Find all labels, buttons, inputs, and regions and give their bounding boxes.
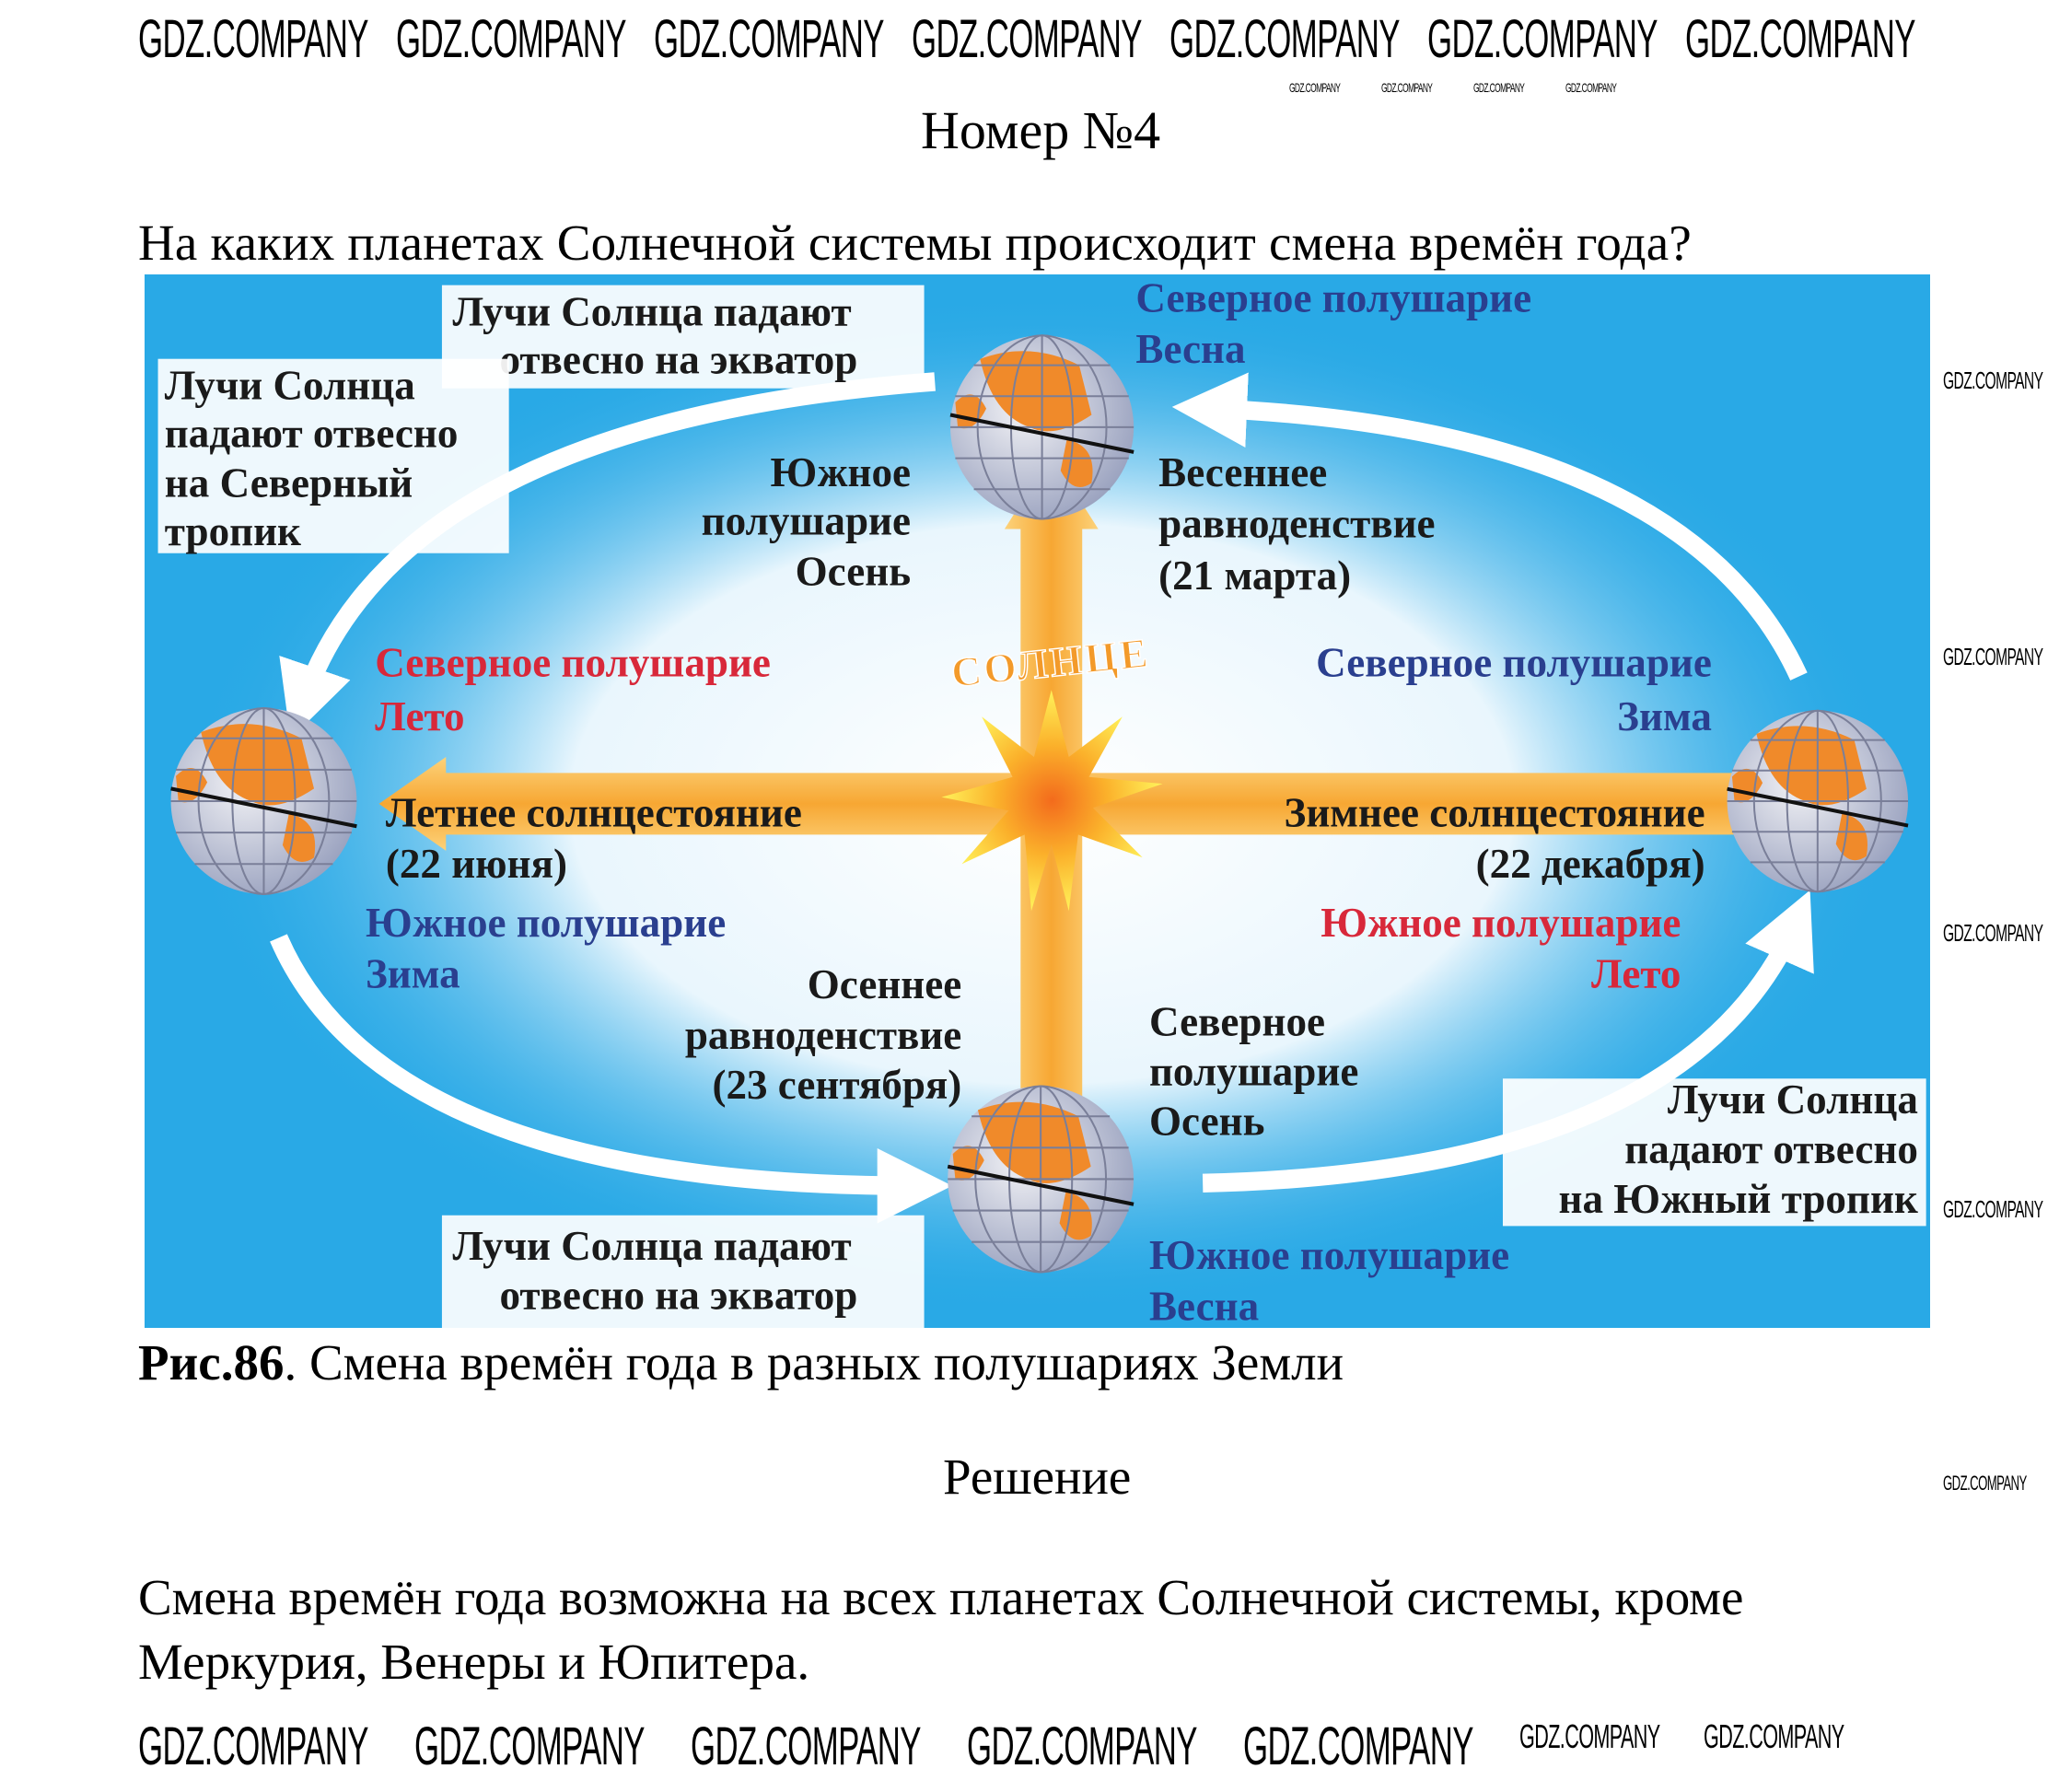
label-line: Осень xyxy=(796,549,911,595)
watermark: GDZ.COMPANY xyxy=(1704,1717,1844,1755)
label-line: равноденствие xyxy=(1158,500,1435,546)
watermark: GDZ.COMPANY xyxy=(1243,1716,1473,1776)
label-line: (21 марта) xyxy=(1158,553,1351,599)
label-line: Южное полушарие xyxy=(1321,900,1681,946)
box-line: отвесно на экватор xyxy=(499,337,857,383)
watermark: GDZ.COMPANY xyxy=(1943,1472,2027,1495)
label-line: Зима xyxy=(1617,693,1712,739)
label-line: Весна xyxy=(1135,326,1245,372)
watermark: GDZ.COMPANY xyxy=(1289,80,1341,95)
box-line: Лучи Солнца xyxy=(165,362,415,408)
label-line: Северное полушарие xyxy=(1316,640,1712,686)
box-line: Лучи Солнца падают xyxy=(453,1223,852,1269)
watermark: GDZ.COMPANY xyxy=(1943,643,2043,670)
globe-left-icon xyxy=(171,708,357,894)
watermark: GDZ.COMPANY xyxy=(1381,80,1433,95)
box-line: тропик xyxy=(165,508,301,554)
watermark: GDZ.COMPANY xyxy=(912,9,1142,69)
label-line: Зима xyxy=(366,950,460,996)
label-line: Южное xyxy=(771,449,912,495)
globe-top-icon xyxy=(950,335,1134,518)
watermark: GDZ.COMPANY xyxy=(138,9,368,69)
label-line: Северное полушарие xyxy=(1135,275,1531,321)
figure-caption: Рис.86. Смена времён года в разных полуш… xyxy=(138,1333,1344,1391)
globe-bottom-icon xyxy=(948,1086,1134,1272)
label-summer-solstice: Летнее солнцестояние (22 июня) xyxy=(386,790,802,887)
label-line: (22 июня) xyxy=(386,841,567,887)
watermark: GDZ.COMPANY xyxy=(691,1716,921,1776)
globe-right-icon xyxy=(1725,708,1911,894)
box-right-rays-south-tropic: Лучи Солнца падают отвесно на Южный троп… xyxy=(1502,1076,1926,1227)
box-line: на Северный xyxy=(165,460,413,506)
watermark: GDZ.COMPANY xyxy=(414,1716,645,1776)
orbit-arrow-left-to-bottom xyxy=(270,934,953,1224)
box-left-rays-north-tropic: Лучи Солнца падают отвесно на Северный т… xyxy=(157,358,509,554)
solution-title: Решение xyxy=(943,1449,1132,1505)
label-line: (22 декабря) xyxy=(1476,841,1705,887)
label-autumn-equinox: Осеннее равноденствие (23 сентября) xyxy=(685,961,961,1108)
label-line: Лето xyxy=(1591,950,1681,996)
task-number-title: Номер №4 xyxy=(921,100,1161,160)
label-line: Летнее солнцестояние xyxy=(386,790,802,836)
label-spring-equinox: Весеннее равноденствие (21 марта) xyxy=(1158,449,1435,599)
watermark: GDZ.COMPANY xyxy=(138,1716,368,1776)
label-line: Осеннее xyxy=(808,961,962,1007)
label-line: Осень xyxy=(1149,1098,1264,1144)
label-line: Весеннее xyxy=(1158,449,1327,495)
orbit-arrow-right-to-top xyxy=(1171,372,1808,681)
figure-caption-text: . Смена времён года в разных полушариях … xyxy=(284,1334,1344,1391)
label-line: полушарие xyxy=(702,497,911,543)
label-line: Весна xyxy=(1149,1283,1259,1328)
box-line: Лучи Солнца падают xyxy=(453,288,852,334)
label-bottom-south-spring: Южное полушарие Весна xyxy=(1149,1232,1509,1328)
label-line: Лето xyxy=(375,693,464,739)
label-line: Северное полушарие xyxy=(375,640,771,686)
question-text: На каких планетах Солнечной системы прои… xyxy=(138,215,1692,271)
label-right-north-winter: Северное полушарие Зима xyxy=(1316,640,1712,739)
box-top-rays-equator: Лучи Солнца падают отвесно на экватор xyxy=(441,285,925,389)
figure-caption-label: Рис.86 xyxy=(138,1334,285,1391)
watermark: GDZ.COMPANY xyxy=(1169,9,1400,69)
label-left-south-winter: Южное полушарие Зима xyxy=(366,900,726,996)
watermark: GDZ.COMPANY xyxy=(1473,80,1525,95)
watermark: GDZ.COMPANY xyxy=(1943,919,2043,947)
label-winter-solstice: Зимнее солнцестояние (22 декабря) xyxy=(1285,790,1705,887)
watermark: GDZ.COMPANY xyxy=(1565,80,1617,95)
box-bottom-rays-equator: Лучи Солнца падают отвесно на экватор xyxy=(441,1215,925,1328)
solution-answer: Смена времён года возможна на всех плане… xyxy=(138,1569,1744,1690)
label-bottom-north-autumn: Северное полушарие Осень xyxy=(1149,999,1358,1145)
label-left-north-summer: Северное полушарие Лето xyxy=(375,640,771,739)
label-line: Южное полушарие xyxy=(1149,1232,1509,1278)
watermark: GDZ.COMPANY xyxy=(1519,1717,1660,1755)
watermark: GDZ.COMPANY xyxy=(1685,9,1915,69)
box-line: отвесно на экватор xyxy=(499,1273,857,1319)
label-top-north-spring: Северное полушарие Весна xyxy=(1135,275,1531,372)
label-line: Зимнее солнцестояние xyxy=(1285,790,1705,836)
label-line: Южное полушарие xyxy=(366,900,726,946)
label-top-south-autumn: Южное полушарие Осень xyxy=(702,449,911,595)
watermark: GDZ.COMPANY xyxy=(396,9,626,69)
horizontal-sun-ray-arrow xyxy=(378,756,1873,851)
box-line: Лучи Солнца xyxy=(1668,1076,1918,1123)
watermark: GDZ.COMPANY xyxy=(1427,9,1658,69)
watermark: GDZ.COMPANY xyxy=(1943,367,2043,394)
label-line: Северное xyxy=(1149,999,1325,1045)
sun-icon xyxy=(941,690,1163,912)
watermark: GDZ.COMPANY xyxy=(967,1716,1197,1776)
label-line: полушарие xyxy=(1149,1049,1358,1095)
box-line: падают отвесно xyxy=(165,411,459,457)
box-line: на Южный тропик xyxy=(1558,1176,1917,1222)
label-line: (23 сентября) xyxy=(712,1062,961,1108)
watermark: GDZ.COMPANY xyxy=(1943,1195,2043,1223)
box-line: падают отвесно xyxy=(1624,1126,1918,1172)
seasons-diagram: СОЛНЦЕ Лучи Солнца падают отвесно на экв… xyxy=(145,274,1930,1328)
label-right-south-summer: Южное полушарие Лето xyxy=(1321,900,1681,996)
label-line: равноденствие xyxy=(685,1012,961,1058)
watermark: GDZ.COMPANY xyxy=(654,9,884,69)
